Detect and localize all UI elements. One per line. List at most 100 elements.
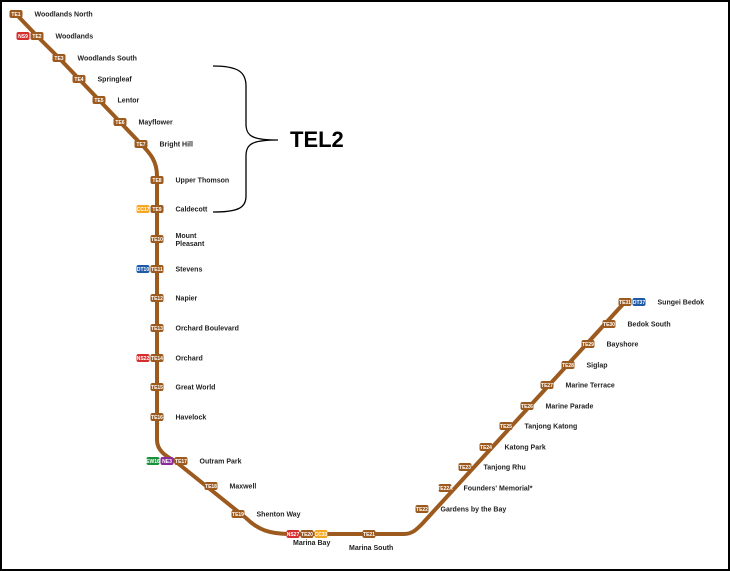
station-name: Marine Parade: [546, 404, 594, 411]
station-code-text: TE22: [416, 507, 428, 513]
station-marine-parade[interactable]: TE26 Marine Parade: [520, 402, 594, 411]
station-code-text: TE25: [500, 424, 512, 430]
station-code-badge: [499, 422, 513, 430]
station-code-text: TE22A: [437, 486, 453, 492]
station-bayshore[interactable]: TE29 Bayshore: [581, 340, 639, 349]
station-code-badge: [160, 457, 174, 465]
station-code-text: DT10: [137, 267, 149, 273]
station-code-text: DT37: [633, 300, 645, 306]
station-name: Gardens by the Bay: [441, 507, 507, 514]
station-name: Bayshore: [607, 342, 639, 349]
station-code-text: TE10: [151, 237, 163, 243]
station-code-text: EW16: [146, 459, 160, 465]
station-name: Springleaf: [98, 77, 133, 84]
station-napier[interactable]: TE12 Napier: [150, 294, 198, 303]
station-code-badge: [113, 118, 127, 126]
station-code-text: TE14: [151, 356, 163, 362]
station-code-badge: [136, 354, 150, 362]
station-code-text: TE5: [94, 98, 103, 104]
station-code-text: TE20: [301, 532, 313, 538]
station-code-badge: [438, 484, 452, 492]
station-code-text: TE4: [74, 77, 83, 83]
station-code-badge: [134, 140, 148, 148]
station-code-badge: [72, 75, 86, 83]
station-code-text: TE13: [151, 326, 163, 332]
station-code-text: TE7: [136, 142, 145, 148]
bracket-path: [212, 65, 279, 213]
station-code-badge: [150, 324, 164, 332]
station-name: Bedok South: [628, 322, 671, 329]
station-name: Caldecott: [176, 207, 209, 214]
station-code-text: TE31: [619, 300, 631, 306]
station-code-text: TE1: [11, 12, 20, 18]
station-name: Bright Hill: [160, 142, 193, 149]
station-code-badge: [362, 530, 376, 538]
station-name: Tanjong Katong: [525, 424, 578, 431]
station-code-badge: [561, 361, 575, 369]
station-lentor[interactable]: TE5 Lentor: [92, 96, 140, 105]
station-gardens-by-the-bay[interactable]: TE22 Gardens by the Bay: [415, 505, 507, 514]
station-bright-hill[interactable]: TE7 Bright Hill: [134, 140, 193, 149]
station-name: Shenton Way: [257, 512, 301, 519]
station-code-text: TE15: [151, 385, 163, 391]
station-code-badge: [136, 205, 150, 213]
station-code-text: NS9: [18, 34, 28, 40]
station-tanjong-katong[interactable]: TE25 Tanjong Katong: [499, 422, 578, 431]
station-name: Napier: [176, 296, 198, 303]
station-springleaf[interactable]: TE4 Springleaf: [72, 75, 133, 84]
station-code-text: TE17: [175, 459, 187, 465]
station-name: Orchard: [176, 356, 203, 363]
station-code-badge: [150, 265, 164, 273]
station-code-text: TE26: [521, 404, 533, 410]
station-orchard-boulevard[interactable]: TE13 Orchard Boulevard: [150, 324, 239, 333]
station-code-badge: [16, 32, 30, 40]
tel2-bracket: TEL2: [212, 65, 344, 213]
station-name: Woodlands: [56, 34, 94, 41]
station-code-text: TE9: [152, 207, 161, 213]
station-code-text: CC33: [315, 532, 328, 538]
tel2-label: TEL2: [290, 127, 344, 152]
station-code-text: CC17: [137, 207, 150, 213]
station-name: Lentor: [118, 98, 140, 105]
station-founders-memorial[interactable]: TE22A Founders' Memorial*: [437, 484, 533, 493]
station-name: Founders' Memorial*: [464, 486, 533, 493]
station-name: Stevens: [176, 267, 203, 274]
station-code-text: TE12: [151, 296, 163, 302]
station-name: Orchard Boulevard: [176, 326, 239, 333]
station-code-badge: [314, 530, 328, 538]
station-code-badge: [174, 457, 188, 465]
station-code-text: TE27: [541, 383, 553, 389]
station-great-world[interactable]: TE15 Great World: [150, 383, 216, 392]
station-code-badge: [136, 265, 150, 273]
station-code-text: TE29: [582, 342, 594, 348]
station-code-badge: [540, 381, 554, 389]
station-code-text: TE8: [152, 178, 161, 184]
tel-track-line: [14, 12, 627, 536]
station-name: Outram Park: [200, 459, 242, 466]
station-code-badge: [415, 505, 429, 513]
station-name: Great World: [176, 385, 216, 392]
station-code-badge: [602, 320, 616, 328]
